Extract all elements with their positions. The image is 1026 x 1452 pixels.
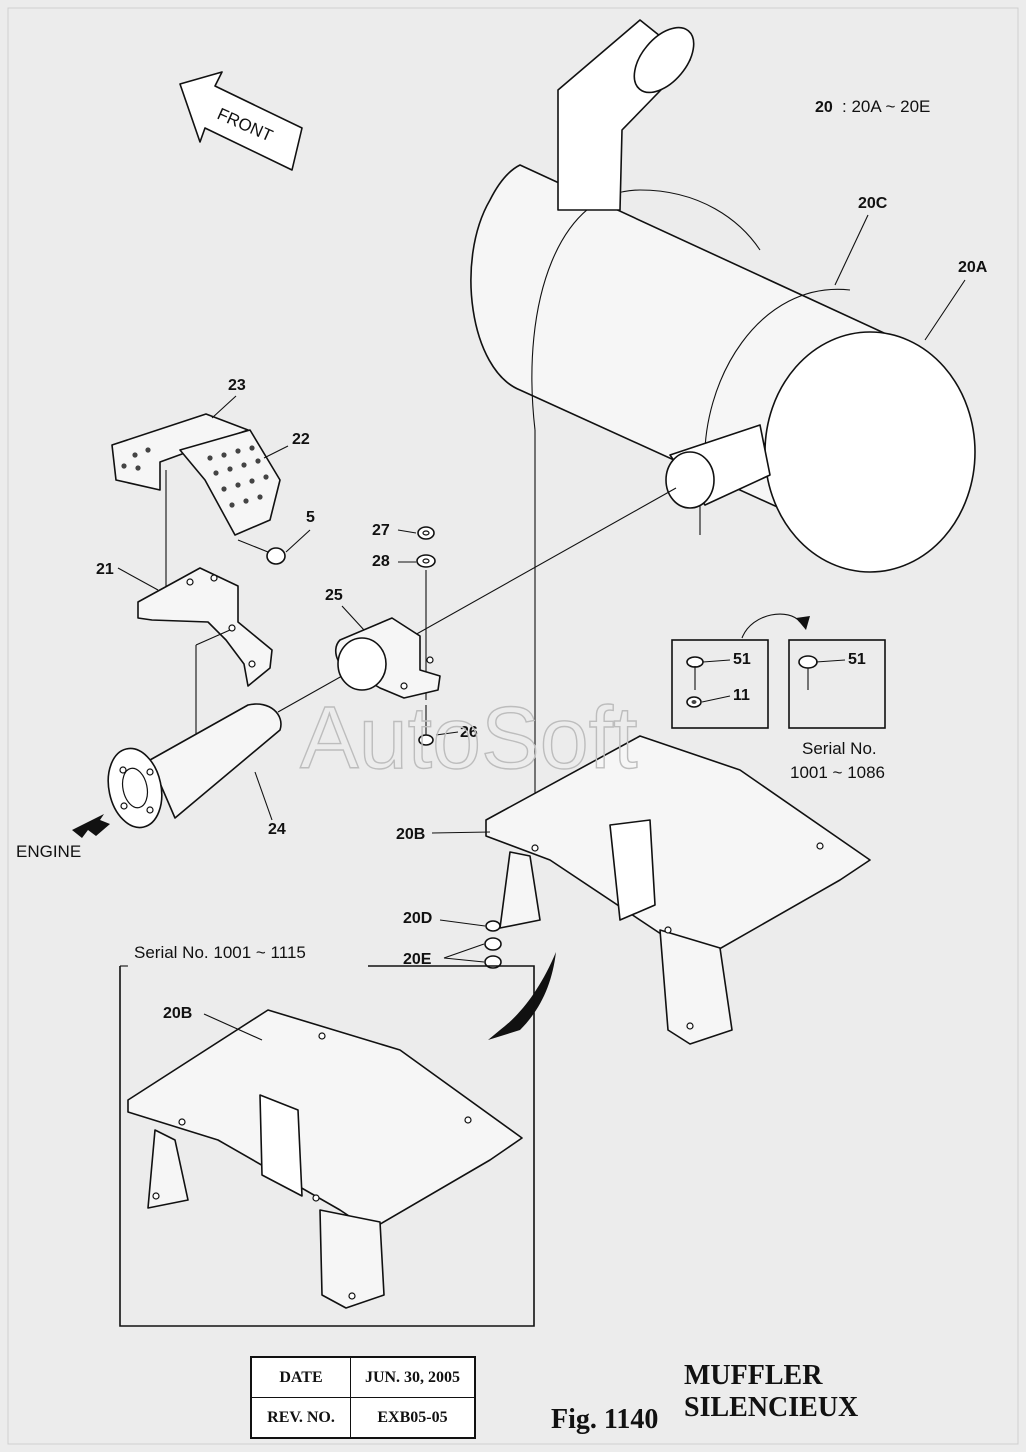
washer-28: [416, 554, 436, 568]
date-label: DATE: [250, 1356, 351, 1398]
exhaust-pipe-24: [107, 703, 282, 829]
mount-bracket-20B-early: [127, 1009, 523, 1309]
callout-20C: 20C: [858, 195, 888, 212]
callout-25: 25: [325, 587, 343, 604]
bolt-51-flanged: [798, 655, 818, 690]
inset-serial-label: Serial No. 1001 ~ 1115: [134, 943, 306, 962]
bolt-serial-range: 1001 ~ 1086: [790, 763, 885, 782]
clamp-25: [335, 617, 441, 699]
date-value: JUN. 30, 2005: [350, 1356, 476, 1398]
bolt-serial-label: Serial No.: [802, 739, 877, 758]
callout-24: 24: [268, 821, 286, 838]
figure-number: Fig. 1140: [551, 1404, 659, 1435]
callout-22: 22: [292, 431, 310, 448]
callout-23: 23: [228, 377, 246, 394]
nut-27: [417, 526, 435, 540]
bolt-51-with-washer: [686, 656, 704, 708]
assembly-code: 20: [815, 99, 833, 116]
swap-arrow-icon: [741, 613, 810, 639]
watermark: AutoSoft: [300, 688, 638, 787]
washer-20D: [485, 920, 501, 932]
engine-label: ENGINE: [16, 842, 81, 861]
rev-value: EXB05-05: [350, 1397, 476, 1439]
callout-26: 26: [460, 724, 478, 741]
front-arrow-icon: FRONT: [179, 71, 303, 171]
bolt-5: [237, 539, 286, 565]
heat-shield: [111, 413, 281, 536]
rev-label: REV. NO.: [250, 1397, 351, 1439]
assembly-range: : 20A ~ 20E: [842, 97, 930, 116]
callout-20A: 20A: [958, 259, 988, 276]
engine-arrow-icon: [72, 814, 110, 838]
callout-20B: 20B: [396, 826, 425, 843]
muffler-body: [470, 19, 976, 573]
bolt-option-box-early: [788, 639, 886, 729]
callout-51-b: 51: [848, 651, 866, 668]
bracket-21: [137, 567, 273, 687]
figure-title-en: MUFFLER: [684, 1360, 823, 1391]
bolt-26: [418, 705, 434, 746]
nut-20E: [484, 937, 502, 969]
revision-table: DATE JUN. 30, 2005 REV. NO. EXB05-05: [250, 1356, 476, 1439]
callout-20E: 20E: [403, 951, 432, 968]
callout-20B-inset: 20B: [163, 1005, 192, 1022]
mount-bracket-20B: [485, 735, 871, 1045]
callout-20D: 20D: [403, 910, 432, 927]
callout-11: 11: [733, 687, 750, 704]
callout-5: 5: [306, 509, 315, 526]
callout-21: 21: [96, 561, 114, 578]
figure-title: MUFFLER SILENCIEUX: [684, 1360, 858, 1424]
inset-frame: [119, 965, 535, 1327]
figure-title-fr: SILENCIEUX: [684, 1392, 859, 1423]
inset-pointer-arrow-icon: [488, 952, 556, 1040]
callout-51-a: 51: [733, 651, 751, 668]
bolt-option-box-current: [671, 639, 769, 729]
callout-27: 27: [372, 522, 390, 539]
callout-28: 28: [372, 553, 390, 570]
